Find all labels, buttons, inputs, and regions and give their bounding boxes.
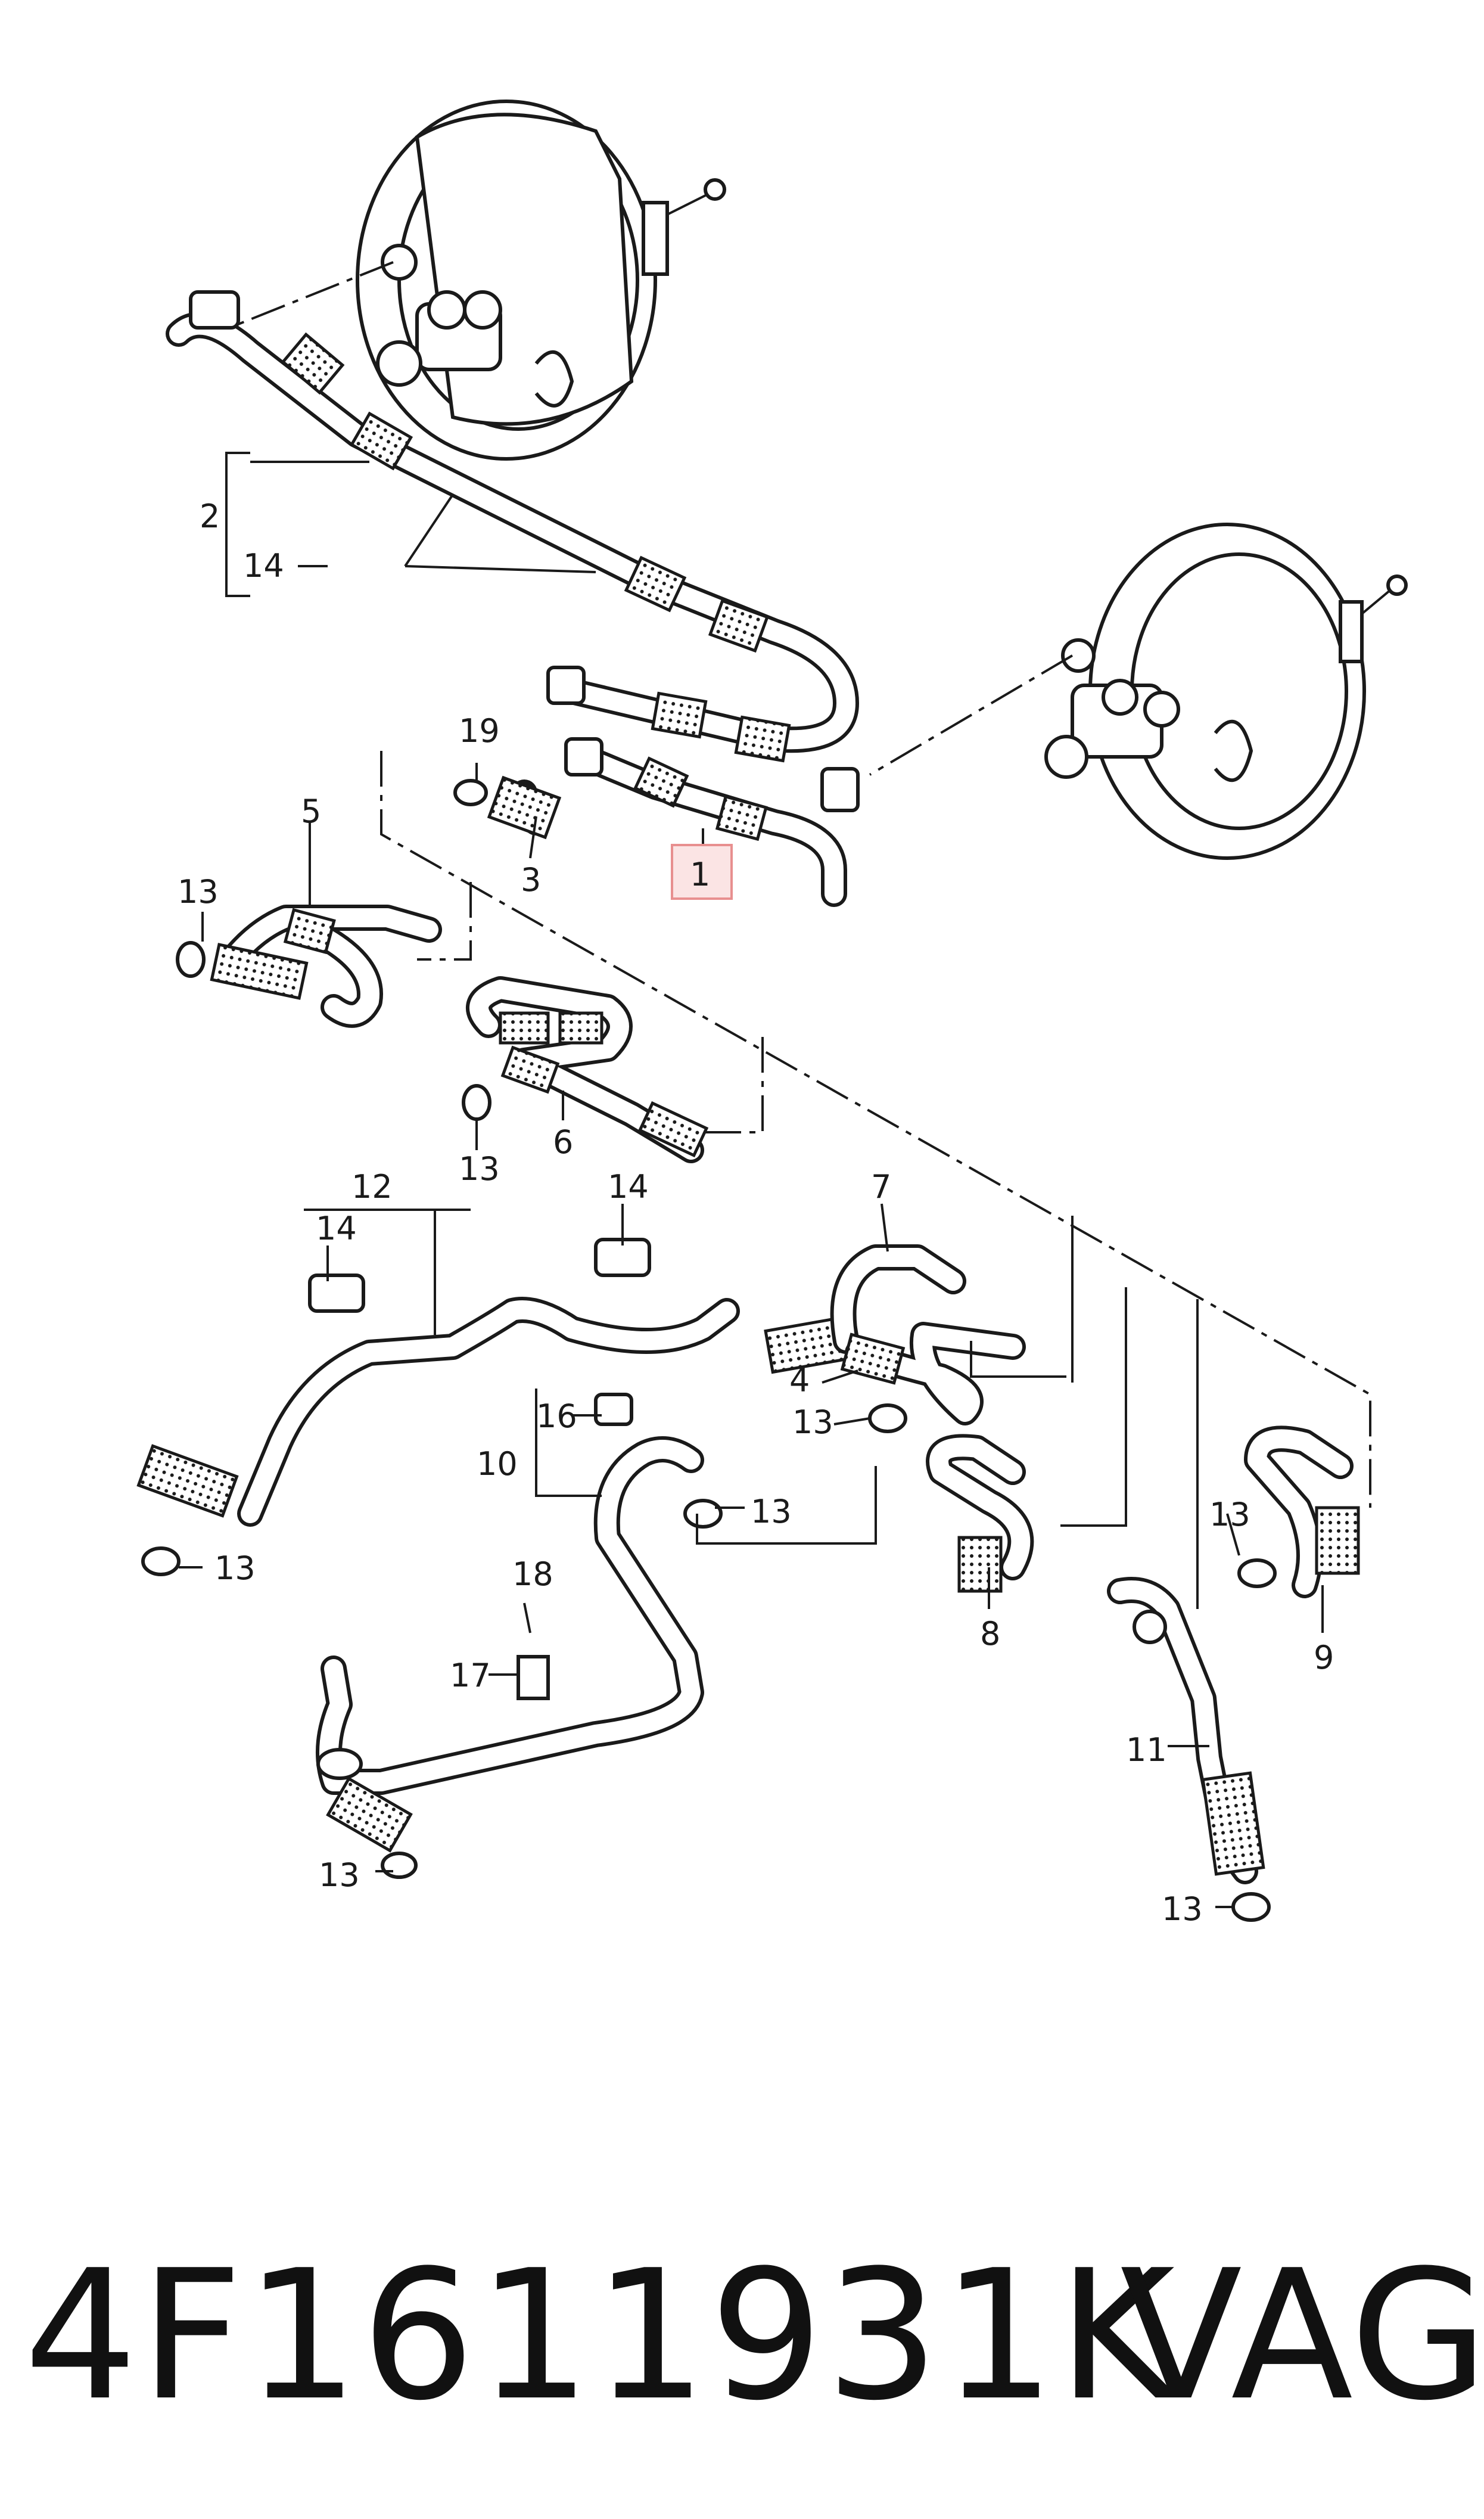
callout-10: 10 bbox=[477, 1445, 518, 1483]
callout-16: 16 bbox=[536, 1397, 577, 1435]
hose-8 bbox=[926, 1434, 1034, 1593]
callout-19: 19 bbox=[459, 712, 500, 750]
part-number-text: 4F1611931K bbox=[24, 2232, 1178, 2440]
callout-13-b: 13 bbox=[459, 1150, 500, 1188]
brake-booster-upper bbox=[356, 100, 726, 461]
callout-14-c: 14 bbox=[608, 1168, 649, 1206]
callout-5: 5 bbox=[301, 793, 321, 830]
brake-booster-lower bbox=[1044, 523, 1408, 860]
hose-9 bbox=[1237, 1425, 1360, 1598]
highlight-box-item-1 bbox=[671, 844, 733, 900]
callout-13-a: 13 bbox=[178, 873, 219, 911]
callout-3: 3 bbox=[521, 861, 541, 899]
callout-12: 12 bbox=[351, 1168, 393, 1206]
hose-4-7 bbox=[764, 1244, 1026, 1433]
callout-2: 2 bbox=[200, 498, 220, 535]
hose-11 bbox=[1107, 1577, 1271, 1922]
hose-10 bbox=[316, 1393, 723, 1879]
callout-4: 4 bbox=[789, 1362, 810, 1399]
callout-14-a: 14 bbox=[243, 547, 284, 585]
callout-8: 8 bbox=[980, 1615, 1000, 1653]
callout-18: 18 bbox=[512, 1555, 553, 1593]
callout-11: 11 bbox=[1126, 1731, 1167, 1769]
callout-7: 7 bbox=[871, 1168, 891, 1206]
callout-17: 17 bbox=[450, 1657, 491, 1694]
callout-13-e: 13 bbox=[214, 1549, 256, 1587]
callout-1: 1 bbox=[690, 856, 710, 893]
callout-13-g: 13 bbox=[1209, 1496, 1250, 1533]
hose-5 bbox=[176, 905, 442, 1028]
hose-12 bbox=[136, 1238, 740, 1576]
brand-text: VAG bbox=[1120, 2232, 1484, 2440]
hose-6 bbox=[462, 976, 709, 1163]
hose-3 bbox=[453, 775, 562, 840]
callout-13-c: 13 bbox=[792, 1403, 833, 1441]
hose-1 bbox=[564, 737, 860, 907]
callout-13-f: 13 bbox=[319, 1856, 360, 1894]
callout-9: 9 bbox=[1314, 1639, 1334, 1676]
callout-13-h: 13 bbox=[1162, 1890, 1203, 1928]
callout-6: 6 bbox=[553, 1123, 573, 1161]
callout-14-b: 14 bbox=[316, 1210, 357, 1247]
callout-13-d: 13 bbox=[751, 1493, 792, 1530]
hose-2 bbox=[166, 290, 859, 763]
